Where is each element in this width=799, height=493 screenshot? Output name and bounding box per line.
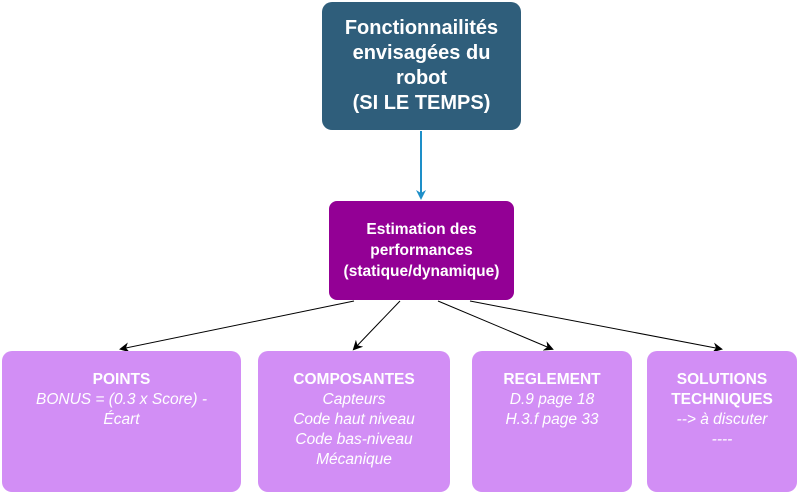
leaf-title: TECHNIQUES — [671, 391, 773, 408]
top-node-line: Fonctionnailités — [344, 17, 499, 39]
mid-node: Estimation des performances (statique/dy… — [329, 201, 514, 300]
leaf-line: D.9 page 18 — [509, 391, 595, 408]
top-node-line: robot — [395, 67, 448, 89]
leaf-line: Code haut niveau — [293, 411, 415, 428]
mid-node-line: Estimation des — [366, 221, 477, 238]
leaf-line: ---- — [711, 431, 733, 448]
leaf-line: H.3.f page 33 — [505, 411, 599, 428]
leaf-points: POINTS BONUS = (0.3 x Score) - Écart — [2, 351, 241, 492]
mid-node-line: (statique/dynamique) — [343, 263, 500, 280]
leaf-line: BONUS = (0.3 x Score) - — [36, 391, 207, 408]
top-node-line: envisagées du — [352, 42, 491, 64]
leaf-line: Code bas-niveau — [295, 431, 413, 448]
arrow-mid-to-points — [119, 300, 355, 353]
leaf-title: SOLUTIONS — [676, 371, 768, 388]
arrow-mid-to-solutions — [469, 300, 723, 353]
leaf-title: COMPOSANTES — [293, 371, 415, 388]
top-node-line: (SI LE TEMPS) — [352, 92, 491, 114]
leaf-line: --> à discuter — [676, 411, 768, 428]
leaf-title: POINTS — [92, 371, 151, 388]
arrow-mid-to-composantes — [352, 300, 401, 351]
leaf-line: Capteurs — [322, 391, 386, 408]
top-node: Fonctionnailités envisagées du robot (SI… — [322, 2, 521, 130]
leaf-line: Écart — [103, 411, 140, 428]
leaf-title: REGLEMENT — [503, 371, 601, 388]
leaf-composantes: COMPOSANTES Capteurs Code haut niveau Co… — [258, 351, 450, 492]
arrow-mid-to-reglement — [437, 300, 554, 351]
leaf-line: Mécanique — [316, 451, 392, 468]
leaf-solutions-techniques: SOLUTIONS TECHNIQUES --> à discuter ---- — [647, 351, 797, 492]
leaf-reglement: REGLEMENT D.9 page 18 H.3.f page 33 — [472, 351, 632, 492]
mid-node-line: performances — [370, 242, 473, 259]
